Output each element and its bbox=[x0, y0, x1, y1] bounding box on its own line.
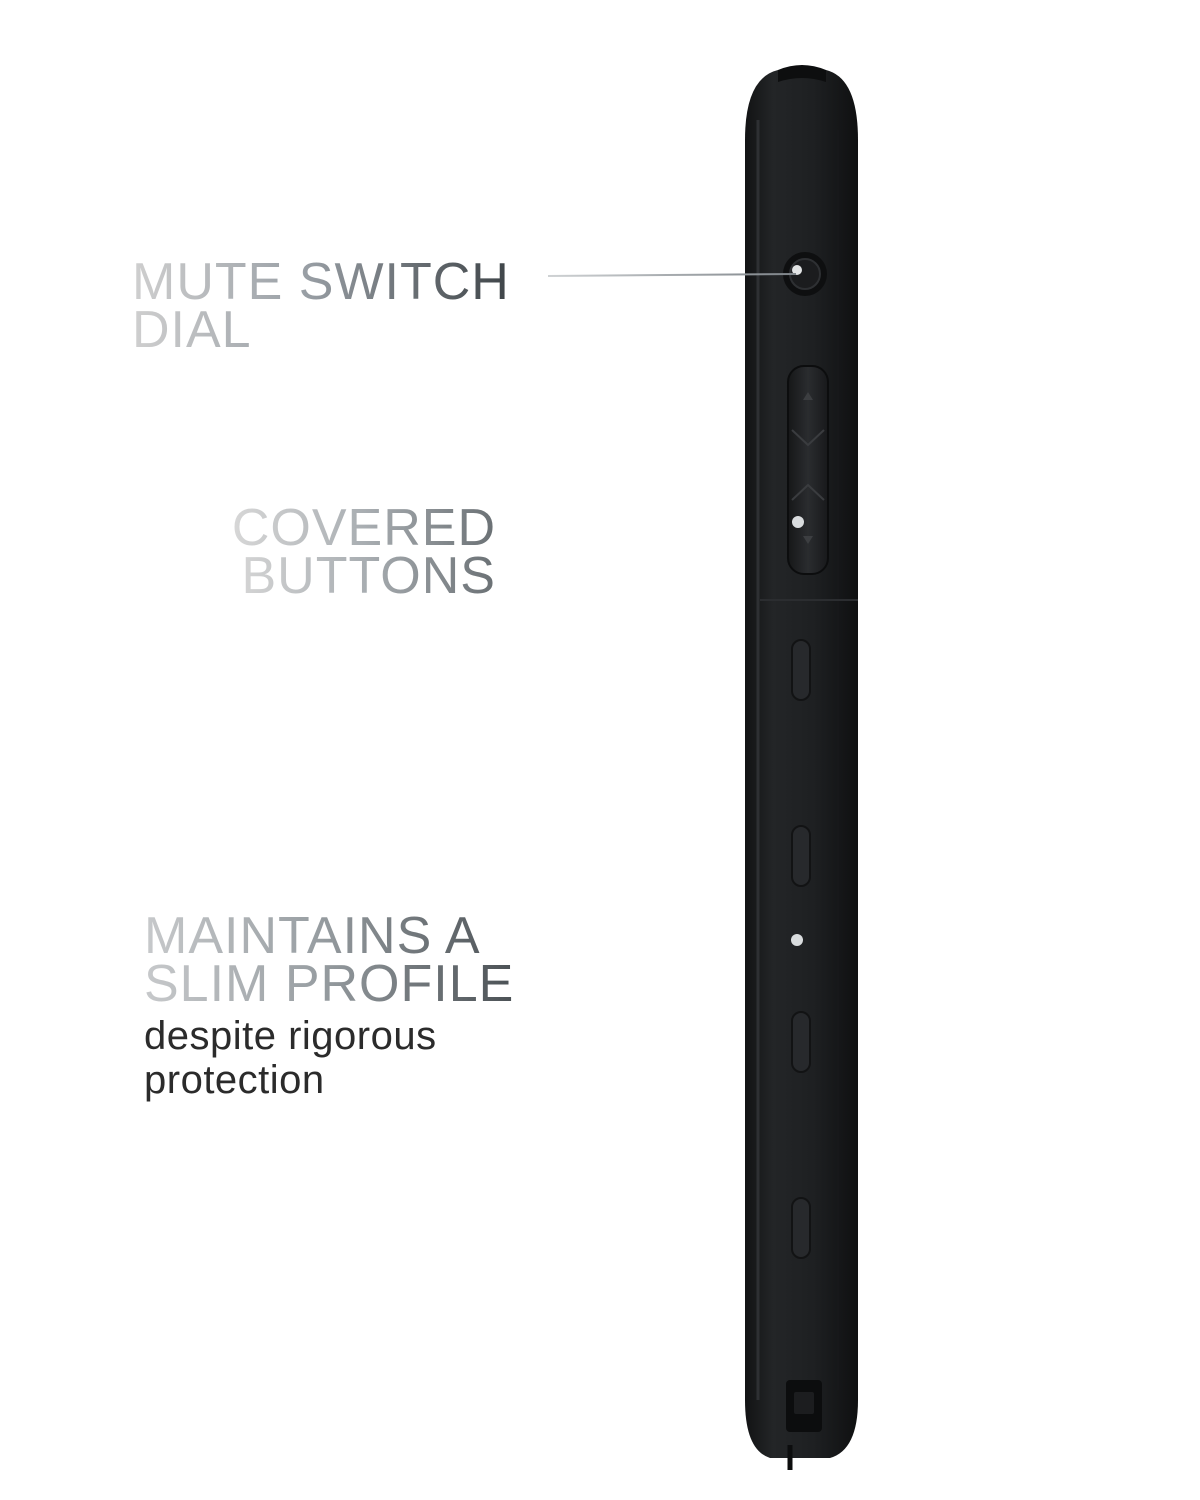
covered-volume-buttons bbox=[787, 365, 829, 575]
grip-slot bbox=[791, 1197, 811, 1259]
callout-mute-switch: MUTE SWITCH DIAL bbox=[132, 253, 510, 356]
leader-line-mute bbox=[547, 273, 797, 277]
leader-line-buttons bbox=[548, 516, 804, 528]
callout-slim-line2: SLIM PROFILE bbox=[144, 955, 515, 1013]
callout-dot bbox=[792, 516, 804, 528]
callout-slim-sub1: despite rigorous bbox=[144, 1014, 437, 1058]
mute-switch-dial bbox=[783, 252, 827, 296]
callout-mute-line1: MUTE SWITCH bbox=[132, 253, 510, 311]
grip-slot bbox=[791, 1011, 811, 1073]
callout-mute-line2: DIAL bbox=[132, 304, 510, 356]
callout-buttons-line1: COVERED bbox=[231, 499, 496, 557]
grip-slot bbox=[791, 639, 811, 701]
bottom-port-cover bbox=[786, 1380, 822, 1470]
callout-covered-buttons: COVERED BUTTONS bbox=[231, 499, 496, 602]
leader-line-slim bbox=[548, 934, 803, 946]
callout-slim-line1: MAINTAINS A bbox=[144, 910, 514, 962]
top-cap bbox=[778, 65, 826, 82]
case-body bbox=[745, 70, 858, 1458]
callout-dot bbox=[791, 934, 803, 946]
grip-slot bbox=[791, 825, 811, 887]
callout-slim-profile: MAINTAINS A SLIM PROFILE despite rigorou… bbox=[144, 910, 515, 1102]
callout-slim-sub2: protection bbox=[144, 1058, 325, 1102]
callout-buttons-line2: BUTTONS bbox=[232, 550, 496, 602]
